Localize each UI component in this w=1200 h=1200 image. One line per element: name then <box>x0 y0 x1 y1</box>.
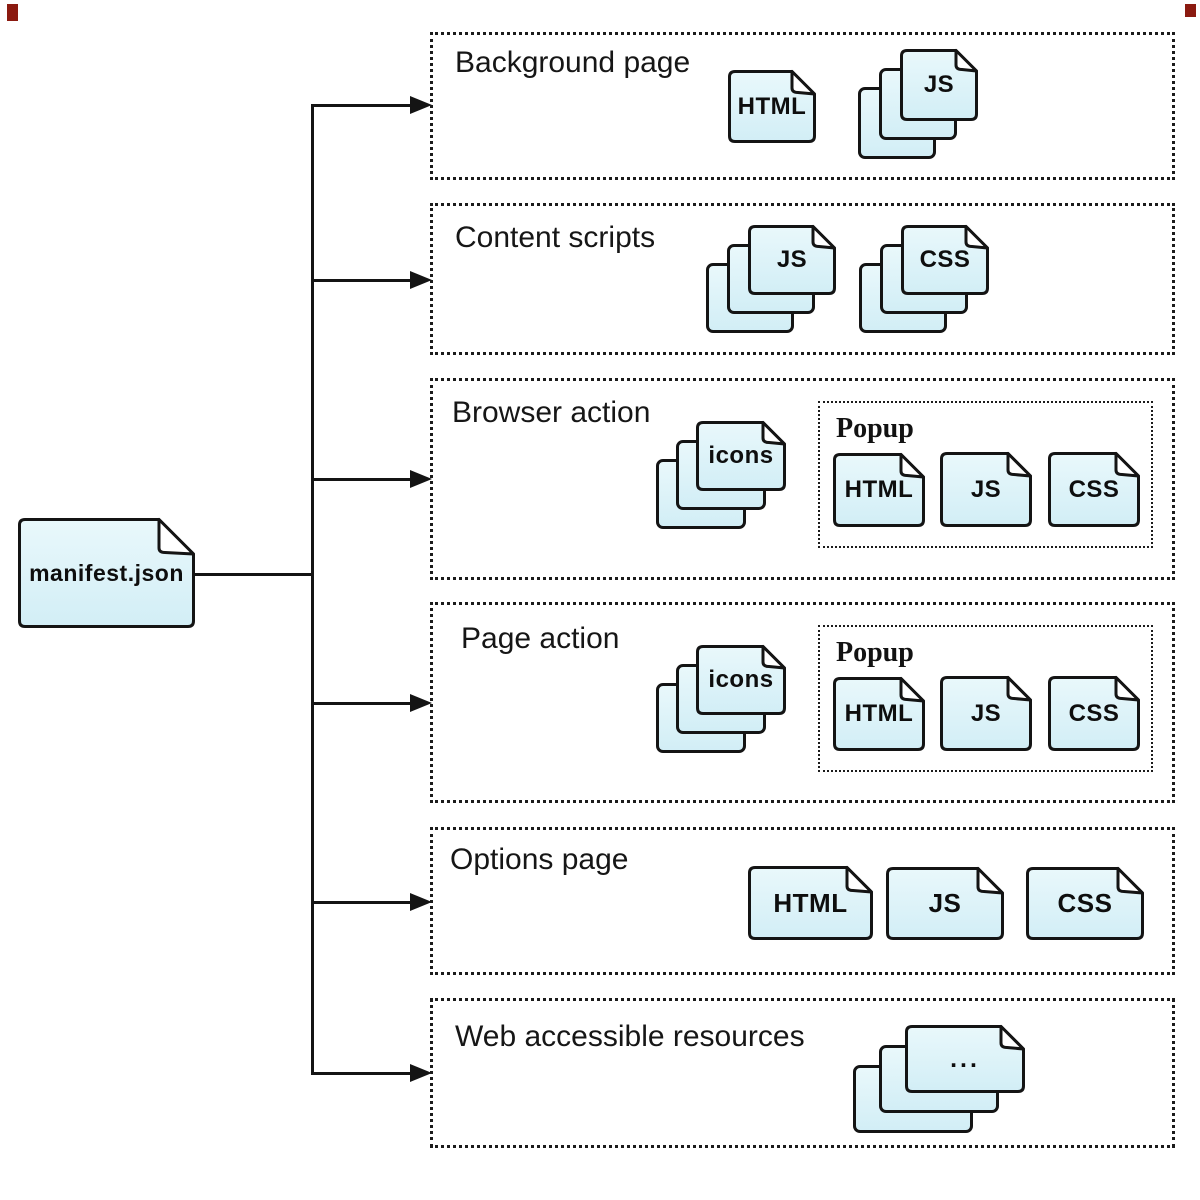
connector-trunk <box>311 103 314 1075</box>
arrowhead-options-page <box>410 893 432 911</box>
section-box-options-page: Options page HTML JS CSS <box>430 827 1175 975</box>
js-file-stack: JS <box>706 225 836 333</box>
css-file-icon: CSS <box>901 225 989 295</box>
css-file-stack: CSS <box>859 225 989 333</box>
section-box-background-page: Background page HTML JS <box>430 32 1175 180</box>
html-file-icon: HTML <box>833 677 925 751</box>
icons-file-icon: icons <box>696 645 786 715</box>
section-box-content-scripts: Content scripts JS CSS <box>430 203 1175 355</box>
connector-branch-browser-action <box>312 477 412 481</box>
html-file-label: HTML <box>844 700 914 727</box>
section-title-web-accessible-resources: Web accessible resources <box>455 1020 805 1053</box>
js-file-icon: JS <box>900 49 978 121</box>
connector-branch-options-page <box>312 900 412 904</box>
css-file-icon: CSS <box>1026 867 1144 940</box>
popup-title: Popup <box>836 413 914 444</box>
popup-box: Popup HTML JS CSS <box>818 625 1153 772</box>
js-file-label: JS <box>970 475 1002 503</box>
css-file-icon: CSS <box>1048 676 1140 751</box>
js-file-icon: JS <box>886 867 1004 940</box>
popup-title: Popup <box>836 637 914 668</box>
js-file-label: JS <box>928 888 962 918</box>
arrowhead-content-scripts <box>410 271 432 289</box>
js-file-label: JS <box>776 246 808 273</box>
connector-manifest-to-trunk <box>193 572 312 576</box>
js-file-icon: JS <box>748 225 836 295</box>
section-title-browser-action: Browser action <box>452 396 651 429</box>
arrowhead-page-action <box>410 694 432 712</box>
section-title-content-scripts: Content scripts <box>455 221 656 254</box>
js-file-stack: JS <box>858 49 978 159</box>
html-file-icon: HTML <box>833 453 925 527</box>
section-box-web-accessible-resources: Web accessible resources ... <box>430 998 1175 1148</box>
css-file-label: CSS <box>1057 888 1113 918</box>
connector-branch-content-scripts <box>312 278 412 282</box>
html-file-label: HTML <box>773 887 848 918</box>
icons-file-label: icons <box>708 666 774 693</box>
js-file-label: JS <box>923 71 955 98</box>
section-title-page-action: Page action <box>461 622 620 655</box>
scan-artifact <box>1185 4 1196 17</box>
icons-file-stack: icons <box>656 645 786 753</box>
generic-file-icon: ... <box>905 1025 1025 1093</box>
arrowhead-background-page <box>410 96 432 114</box>
connector-branch-background-page <box>312 103 412 107</box>
connector-branch-web-accessible-resources <box>312 1071 412 1075</box>
css-file-label: CSS <box>1068 699 1120 727</box>
css-file-icon: CSS <box>1048 452 1140 527</box>
html-file-icon: HTML <box>728 70 816 143</box>
icons-file-label: icons <box>708 442 774 469</box>
html-file-icon: HTML <box>748 866 873 940</box>
arrowhead-web-accessible-resources <box>410 1064 432 1082</box>
scan-artifact <box>7 4 18 21</box>
icons-file-stack: icons <box>656 421 786 529</box>
html-file-label: HTML <box>844 476 914 503</box>
section-title-options-page: Options page <box>450 843 629 876</box>
manifest-json-file-icon: manifest.json <box>18 518 195 628</box>
connector-branch-page-action <box>312 701 412 705</box>
js-file-icon: JS <box>940 452 1032 527</box>
html-file-label: HTML <box>737 92 807 120</box>
section-box-browser-action: Browser action icons Popup HTML JS CSS <box>430 378 1175 580</box>
icons-file-icon: icons <box>696 421 786 491</box>
js-file-label: JS <box>970 699 1002 727</box>
resources-file-stack: ... <box>853 1025 1025 1133</box>
js-file-icon: JS <box>940 676 1032 751</box>
ellipsis-file-label: ... <box>950 1044 980 1073</box>
arrowhead-browser-action <box>410 470 432 488</box>
section-title-background-page: Background page <box>455 46 691 79</box>
popup-box: Popup HTML JS CSS <box>818 401 1153 548</box>
manifest-json-label: manifest.json <box>29 559 184 586</box>
section-box-page-action: Page action icons Popup HTML JS CSS <box>430 602 1175 803</box>
css-file-label: CSS <box>919 246 971 273</box>
css-file-label: CSS <box>1068 475 1120 503</box>
